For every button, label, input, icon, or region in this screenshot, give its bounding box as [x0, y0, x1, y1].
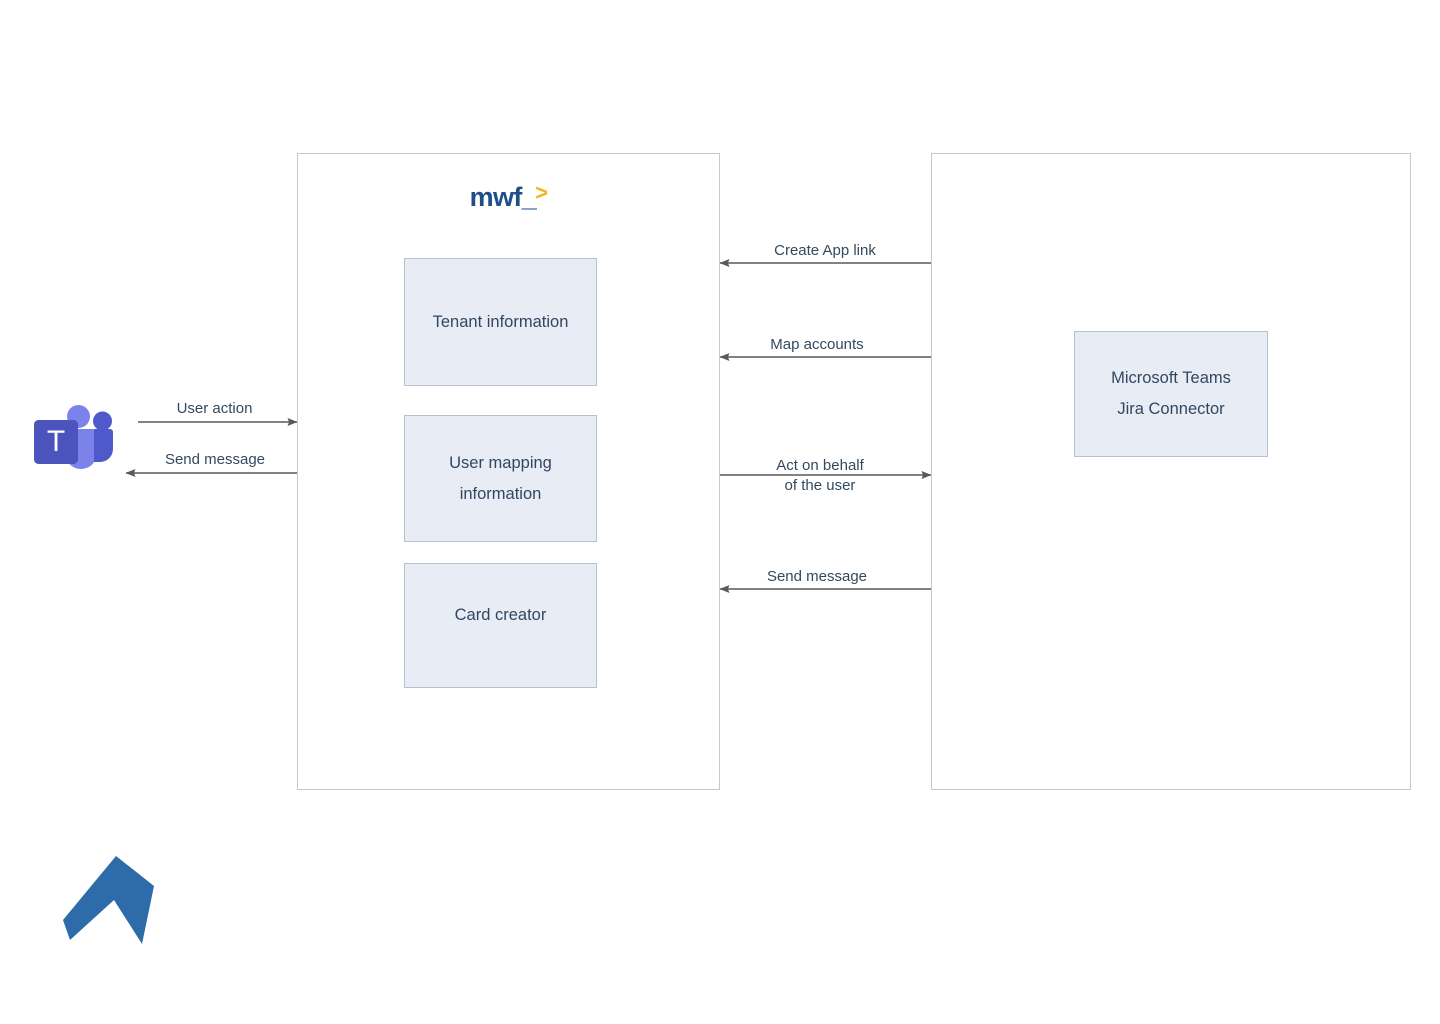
component-label: Tenant information [432, 312, 569, 331]
connector-label-map-accounts: Map accounts [770, 336, 864, 353]
component-card-creator[interactable]: Card creator [404, 563, 597, 688]
component-label: Card creator [454, 606, 547, 624]
mwf-logo: mwf_> [406, 180, 611, 214]
connector-label-send-message-teams: Send message [164, 451, 266, 468]
connector-label-send-message-jira: Send message [766, 568, 868, 585]
mwf-logo-word: mwf [469, 181, 523, 212]
component-tenant-information[interactable]: Tenant information [404, 258, 597, 386]
atlassian-chevron-icon [63, 856, 154, 944]
mwf-logo-chevron-icon: > [535, 180, 548, 205]
connector-label-act-on-behalf-line2: of the user [784, 477, 856, 494]
connector-label-create-app-link: Create App link [774, 242, 876, 259]
component-label-line2: Jira Connector [1117, 400, 1225, 418]
component-label-line2: information [459, 484, 542, 503]
component-label-line1: Microsoft Teams [1111, 369, 1231, 387]
connector-label-act-on-behalf-line1: Act on behalf [776, 457, 864, 474]
svg-text:T: T [47, 425, 65, 458]
component-microsoft-teams-jira-connector[interactable]: Microsoft Teams Jira Connector [1074, 331, 1268, 457]
jira-container-panel [931, 153, 1411, 790]
connector-label-user-action: User action [176, 400, 253, 417]
component-label-line1: User mapping [449, 453, 552, 472]
mwf-logo-underscore: _ [521, 181, 537, 212]
component-user-mapping-information[interactable]: User mapping information [404, 415, 597, 542]
microsoft-teams-icon: T [34, 405, 113, 469]
